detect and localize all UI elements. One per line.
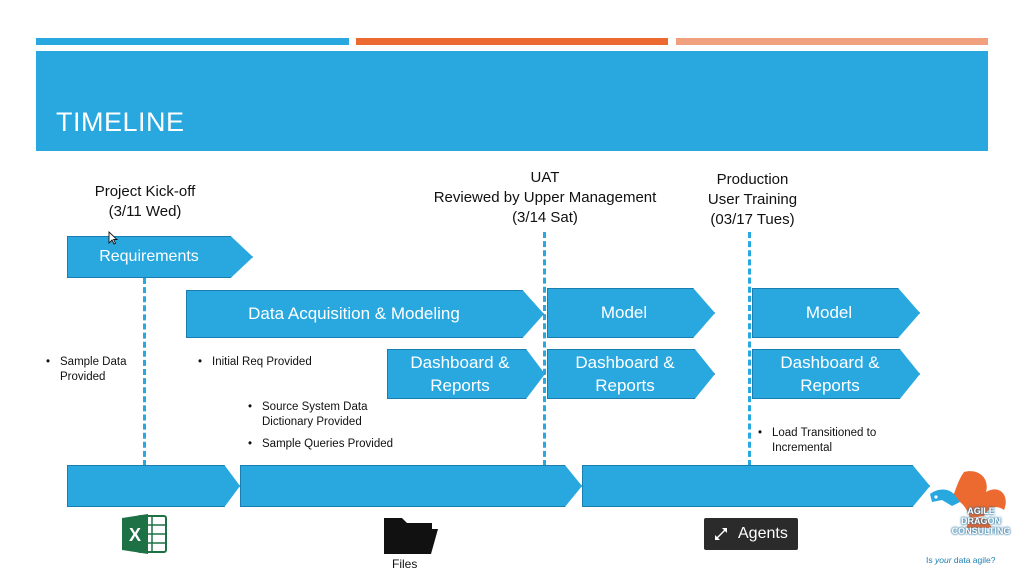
mouse-cursor (108, 231, 118, 245)
logo-tagline-pre: Is (926, 555, 935, 565)
phase-model-production-label: Model (805, 303, 853, 322)
phase-data-acquisition-label: Data Acquisition & Modeling (248, 304, 460, 323)
logo-text: AGILE DRAGON CONSULTING (948, 506, 1014, 536)
timeline-segment-1 (67, 465, 240, 507)
phase-model-production: Model (752, 288, 920, 338)
milestone-production-date: (03/17 Tues) (710, 211, 795, 228)
logo-tagline: Is your data agile? (926, 555, 1016, 565)
timeline-segment-3 (582, 465, 930, 507)
phase-requirements-label: Requirements (99, 248, 199, 265)
note-initial-req-text: Initial Req Provided (212, 356, 312, 368)
agents-label: Agents (738, 525, 788, 542)
slide-title: TIMELINE (56, 107, 185, 137)
uat-dashed-line (543, 232, 546, 466)
milestone-production-desc: User Training (707, 191, 798, 208)
excel-icon: X (122, 512, 168, 556)
logo-tagline-post: data agile? (951, 555, 996, 565)
phase-dashboard-3-line1: Dashboard & (780, 353, 880, 372)
production-dashed-line (748, 232, 751, 466)
milestone-production: Production User Training (03/17 Tues) (680, 170, 825, 230)
note-load-transition-line2: Incremental (772, 442, 833, 454)
phase-dashboard-1-line1: Dashboard & (410, 353, 510, 372)
milestone-uat-name: UAT (530, 169, 560, 186)
milestone-uat-desc: Reviewed by Upper Management (433, 189, 657, 206)
phase-dashboard-2: Dashboard & Reports (547, 349, 715, 399)
note-sample-data-line2: Provided (60, 371, 106, 383)
top-bar-orange (356, 38, 668, 45)
agents-icon (713, 526, 729, 542)
kickoff-dashed-line (143, 278, 146, 466)
phase-dashboard-2-line2: Reports (595, 376, 655, 395)
note-sample-queries: Sample Queries Provided (248, 437, 393, 452)
note-load-transition-line1: Load Transitioned to (772, 427, 877, 439)
phase-requirements: Requirements (67, 236, 253, 278)
phase-data-acquisition: Data Acquisition & Modeling (186, 290, 544, 338)
milestone-production-name: Production (716, 171, 789, 188)
phase-model-uat-label: Model (600, 303, 648, 322)
milestone-kickoff-date: (3/11 Wed) (108, 203, 182, 220)
top-bar-peach (676, 38, 988, 45)
logo-tagline-em: your (934, 555, 952, 565)
phase-model-uat: Model (547, 288, 715, 338)
files-label: Files (392, 557, 418, 571)
phase-dashboard-1-line2: Reports (430, 376, 490, 395)
milestone-uat-date: (3/14 Sat) (512, 209, 578, 226)
phase-dashboard-2-line1: Dashboard & (575, 353, 675, 372)
agile-dragon-logo: AGILE DRAGON CONSULTING Is your data agi… (926, 466, 1016, 566)
note-source-dictionary: Source System Data Dictionary Provided (248, 400, 367, 430)
milestone-kickoff: Project Kick-off (3/11 Wed) (70, 182, 220, 222)
phase-dashboard-1: Dashboard & Reports (387, 349, 545, 399)
note-sample-data: Sample Data Provided (46, 355, 126, 385)
phase-dashboard-3-line2: Reports (800, 376, 860, 395)
logo-line1: AGILE (967, 506, 995, 516)
top-bar-blue (36, 38, 349, 45)
dragon-icon (930, 471, 1006, 528)
note-sample-queries-text: Sample Queries Provided (262, 438, 394, 450)
phase-dashboard-3: Dashboard & Reports (752, 349, 920, 399)
logo-line3: CONSULTING (951, 526, 1011, 536)
milestone-uat: UAT Reviewed by Upper Management (3/14 S… (420, 168, 670, 228)
note-source-dictionary-line2: Dictionary Provided (262, 416, 362, 428)
milestone-kickoff-name: Project Kick-off (94, 183, 196, 200)
note-load-transition: Load Transitioned to Incremental (758, 426, 876, 456)
svg-text:X: X (129, 525, 141, 545)
folder-icon (382, 512, 440, 556)
note-sample-data-line1: Sample Data (60, 356, 127, 368)
agents-badge: Agents (704, 518, 798, 550)
logo-line2: DRAGON (961, 516, 1001, 526)
title-banner: TIMELINE (36, 51, 988, 151)
note-initial-req: Initial Req Provided (198, 355, 312, 370)
timeline-segment-2 (240, 465, 582, 507)
note-source-dictionary-line1: Source System Data (262, 401, 368, 413)
